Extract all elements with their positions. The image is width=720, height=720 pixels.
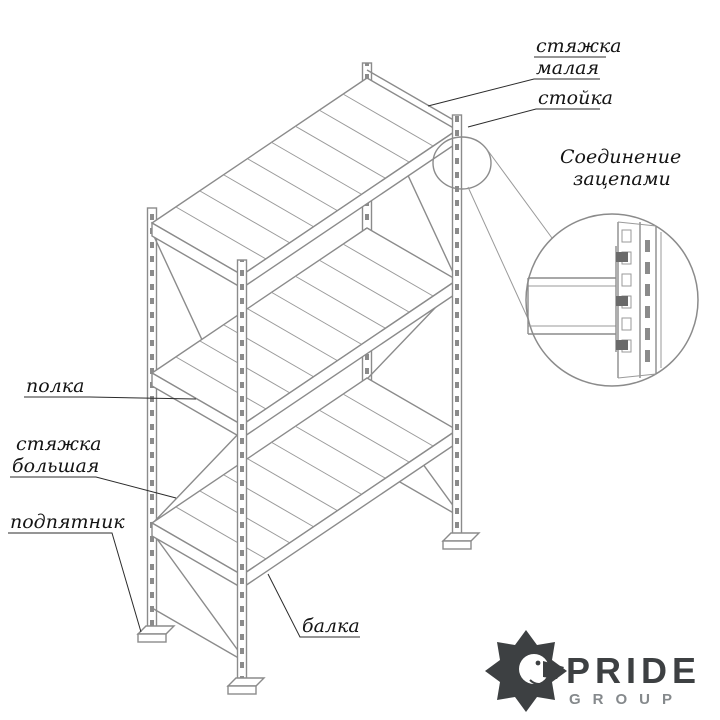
label-foot: подпятник: [10, 511, 125, 533]
leader-small-tie: [427, 78, 600, 107]
detail-beam-with-hooks: [527, 246, 628, 352]
detail-callout: [432, 136, 699, 387]
hook-tab: [616, 296, 628, 306]
label-small-tie-line2: малая: [536, 57, 599, 79]
logo-division-text: GROUP: [569, 691, 684, 708]
label-shelf: полка: [26, 375, 84, 397]
hook-tab: [616, 252, 628, 262]
labels: стяжка малая стойка Соединение зацепами …: [8, 35, 681, 638]
small-tie-strut: [366, 69, 458, 123]
logo-brand-text: PRIDE: [566, 650, 701, 691]
hook-tab: [616, 340, 628, 350]
upright-post-front-right: [451, 114, 463, 536]
foot-plate-back-left: [136, 625, 176, 643]
leader-foot: [8, 532, 142, 633]
lion-icon: [485, 630, 567, 712]
label-hook-joint-line2: зацепами: [573, 168, 671, 190]
leader-beam: [267, 573, 360, 638]
label-big-tie-line1: стяжка: [16, 433, 102, 455]
foot-plate-front-left: [226, 677, 266, 695]
zoom-source-ellipse: [432, 136, 492, 190]
label-small-tie-line1: стяжка: [536, 35, 622, 57]
leader-post: [467, 108, 600, 128]
detail-post-section: [617, 221, 662, 379]
label-hook-joint-line1: Соединение: [560, 146, 681, 168]
upright-post-back-left: [146, 207, 158, 629]
label-beam: балка: [302, 615, 360, 637]
label-post: стойка: [538, 87, 613, 109]
left-frame-bracing: [151, 227, 243, 661]
detail-circle: [525, 213, 699, 387]
foot-plate-front-right: [441, 532, 481, 550]
rack-structure: [136, 62, 481, 695]
shelf-middle: [150, 227, 459, 440]
leader-shelf: [24, 396, 197, 400]
leader-big-tie: [10, 476, 177, 499]
label-big-tie-line2: большая: [12, 455, 99, 477]
upright-post-front-left: [236, 259, 248, 681]
pride-group-logo: PRIDE GROUP: [485, 630, 701, 712]
